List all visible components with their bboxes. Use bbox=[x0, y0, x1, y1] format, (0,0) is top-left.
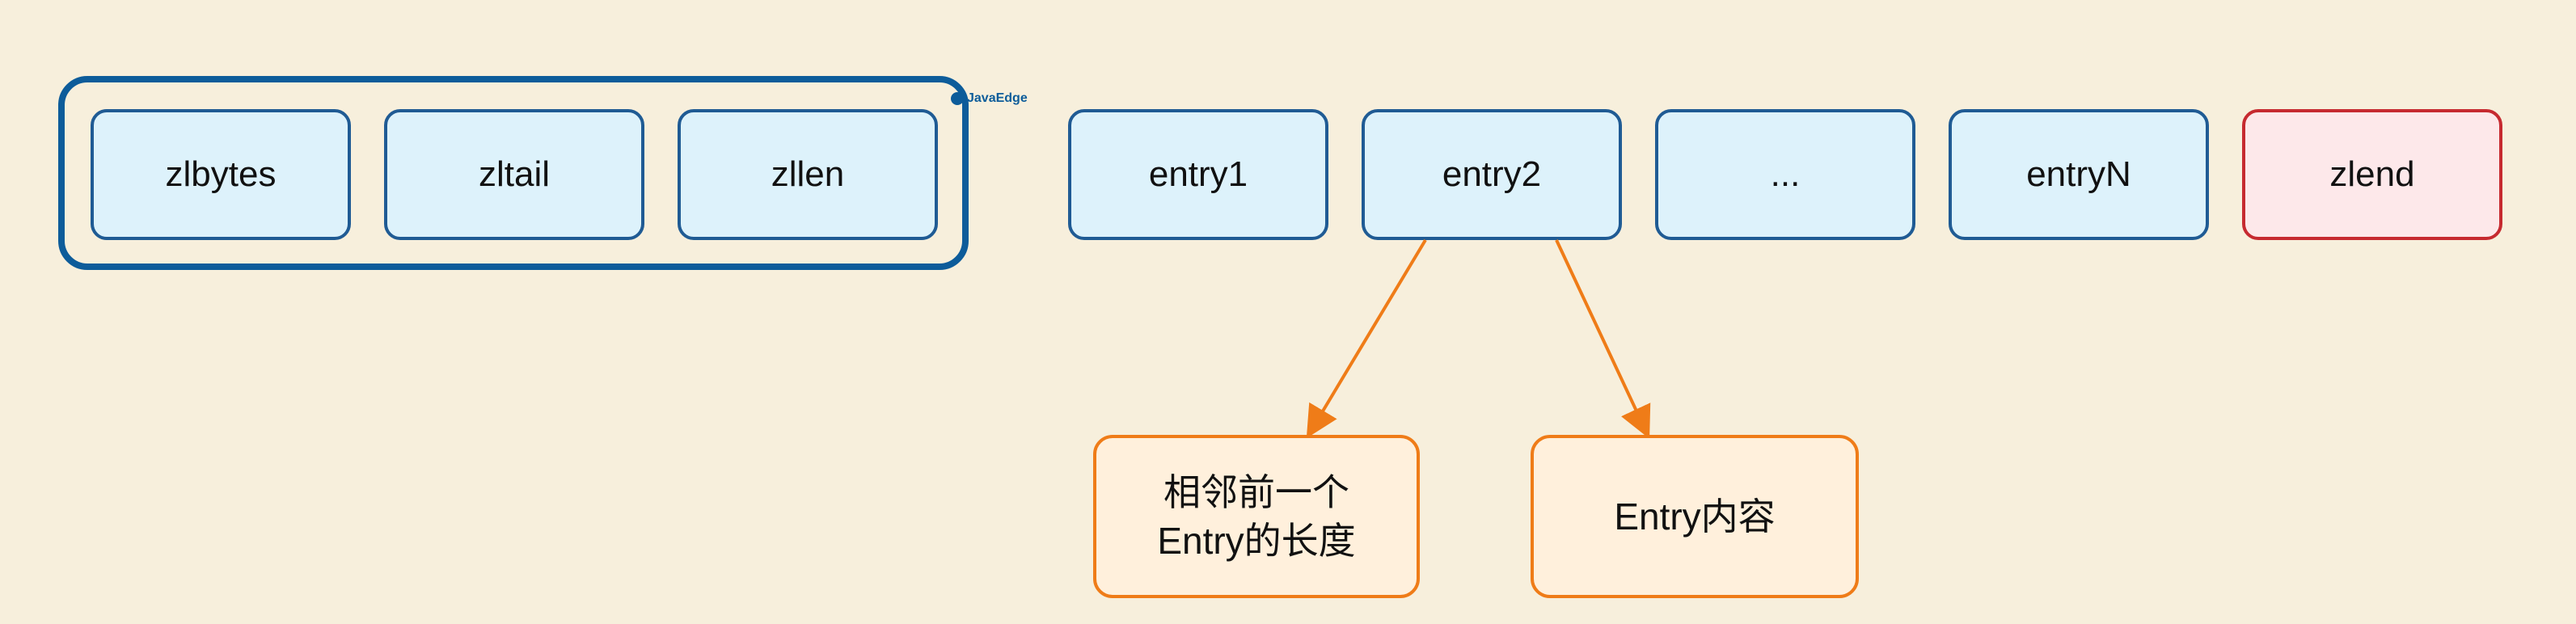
prev-length-note: 相邻前一个 Entry的长度 bbox=[1093, 435, 1420, 598]
zltail-field: zltail bbox=[384, 109, 644, 240]
entry2-box: entry2 bbox=[1362, 109, 1622, 240]
zllen-field: zllen bbox=[678, 109, 938, 240]
entry1-box: entry1 bbox=[1068, 109, 1328, 240]
arrow-to-content bbox=[1555, 239, 1651, 439]
watermark-text: JavaEdge bbox=[967, 91, 1028, 105]
watermark: JavaEdge bbox=[951, 91, 1028, 106]
ellipsis-box: ... bbox=[1655, 109, 1915, 240]
arrow-to-prev-length bbox=[1306, 238, 1427, 439]
header-group-frame bbox=[58, 76, 969, 270]
zlbytes-field: zlbytes bbox=[91, 109, 351, 240]
entryN-box: entryN bbox=[1949, 109, 2209, 240]
watermark-logo-icon bbox=[951, 92, 964, 105]
content-note: Entry内容 bbox=[1531, 435, 1859, 598]
zlend-box: zlend bbox=[2242, 109, 2502, 240]
